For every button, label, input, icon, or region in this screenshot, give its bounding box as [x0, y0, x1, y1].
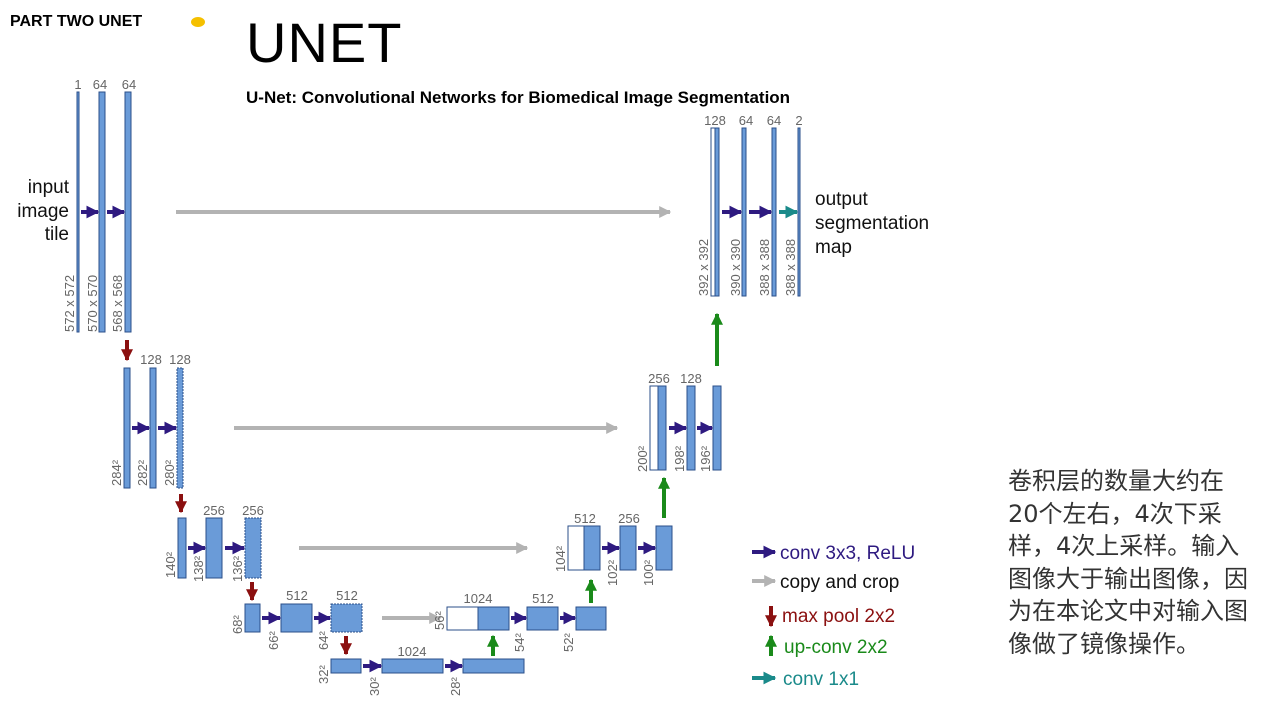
r2-up-block: [657, 385, 667, 471]
l3-size-3: 136²: [230, 555, 245, 582]
l3-block-3: [244, 517, 262, 579]
l4-size-1: 68²: [230, 615, 245, 634]
r4-size-2: 54²: [512, 633, 527, 652]
r4-size-3: 52²: [561, 633, 576, 652]
l1-channel-3: 64: [122, 77, 136, 92]
r2-block-2: [686, 385, 696, 471]
r2-block-3: [712, 385, 722, 471]
input-label-line-3: tile: [45, 224, 69, 245]
l4-channel-2: 512: [336, 588, 358, 603]
l4-channel-1: 512: [286, 588, 308, 603]
l1-size-3: 568 x 568: [110, 275, 125, 332]
l5-size-3: 28²: [448, 677, 463, 696]
legend-conv1x1-label: conv 1x1: [783, 669, 859, 690]
legend: conv 3x3, ReLU copy and crop max pool 2x…: [752, 543, 915, 690]
r3-up-block: [583, 525, 601, 571]
legend-conv-label: conv 3x3, ReLU: [780, 543, 915, 564]
l3-size-1: 140²: [163, 551, 178, 578]
r3-size-1: 104²: [553, 545, 568, 572]
r1-size-2: 390 x 390: [728, 239, 743, 296]
l5-size-1: 32²: [316, 665, 331, 684]
r1-up-block: [714, 127, 720, 297]
r3-block-3: [655, 525, 673, 571]
r2-copied-block: [649, 385, 659, 471]
l5-block-3: [462, 658, 525, 674]
r2-size-1: 200²: [635, 445, 650, 472]
l2-block-2: [149, 367, 157, 489]
r1-copied-block: [710, 127, 716, 297]
l5-size-2: 30²: [367, 677, 382, 696]
l2-size-1: 284²: [109, 459, 124, 486]
r1-size-1: 392 x 392: [696, 239, 711, 296]
input-label-line-2: image: [17, 201, 69, 222]
section-label: PART TWO UNET: [10, 13, 143, 30]
r4-block-2: [526, 606, 559, 631]
page-title: UNET: [246, 11, 403, 74]
r4-up-block: [477, 606, 510, 631]
r1-channel-4: 2: [795, 113, 802, 128]
l1-block-2: [124, 91, 132, 333]
output-label-line-1: output: [815, 189, 869, 210]
r3-channel-2: 256: [618, 511, 640, 526]
r2-size-2: 198²: [672, 445, 687, 472]
legend-copy-label: copy and crop: [780, 572, 899, 593]
l3-channel-2: 256: [242, 503, 264, 518]
explanation-note: 卷积层的数量大约在20个左右，4次下采样，4次上采样。输入图像大于输出图像，因为…: [1008, 467, 1248, 658]
r4-channel-2: 512: [532, 591, 554, 606]
l1-size-2: 570 x 570: [85, 275, 100, 332]
r1-block-3: [771, 127, 777, 297]
l2-size-3: 280²: [162, 459, 177, 486]
r4-copied-block: [446, 606, 479, 631]
l2-channel-1: 128: [140, 352, 162, 367]
r1-size-3: 388 x 388: [757, 239, 772, 296]
output-label-line-3: map: [815, 237, 852, 258]
l5-block-1: [330, 658, 362, 674]
input-label-line-1: input: [28, 177, 70, 198]
bullet-dot: [191, 17, 205, 27]
legend-maxpool-label: max pool 2x2: [782, 606, 895, 627]
r2-channel-1: 256: [648, 371, 670, 386]
r3-size-2: 102²: [605, 559, 620, 586]
l1-size-1: 572 x 572: [62, 275, 77, 332]
r3-size-3: 100²: [641, 559, 656, 586]
l1-channel-1: 1: [74, 77, 81, 92]
l1-input-bar: [76, 91, 80, 333]
l3-block-1: [177, 517, 187, 579]
l4-size-2: 66²: [266, 631, 281, 650]
l3-channel-1: 256: [203, 503, 225, 518]
r3-block-2: [619, 525, 637, 571]
l2-block-1: [123, 367, 131, 489]
r2-channel-2: 128: [680, 371, 702, 386]
output-label-line-2: segmentation: [815, 213, 929, 234]
l3-block-2: [205, 517, 223, 579]
legend-upconv-label: up-conv 2x2: [784, 637, 888, 658]
l4-block-2: [280, 603, 313, 633]
r2-size-3: 196²: [698, 445, 713, 472]
r4-channel-1: 1024: [464, 591, 493, 606]
r4-size-1: 56²: [432, 611, 447, 630]
r4-block-3: [575, 606, 607, 631]
r1-channel-3: 64: [767, 113, 781, 128]
l5-block-2: [381, 658, 444, 674]
l3-size-2: 138²: [191, 555, 206, 582]
l4-size-3: 64²: [316, 631, 331, 650]
r1-output-bar: [797, 127, 801, 297]
l2-block-3: [176, 367, 184, 489]
l1-channel-2: 64: [93, 77, 107, 92]
r1-channel-1: 128: [704, 113, 726, 128]
l5-channel-1: 1024: [398, 644, 427, 659]
r1-size-4: 388 x 388: [783, 239, 798, 296]
r3-copied-block: [567, 525, 585, 571]
page-subtitle: U-Net: Convolutional Networks for Biomed…: [246, 88, 791, 107]
l4-block-1: [244, 603, 261, 633]
l2-size-2: 282²: [135, 459, 150, 486]
r1-channel-2: 64: [739, 113, 753, 128]
l2-channel-2: 128: [169, 352, 191, 367]
r3-channel-1: 512: [574, 511, 596, 526]
l4-block-3: [330, 603, 363, 633]
